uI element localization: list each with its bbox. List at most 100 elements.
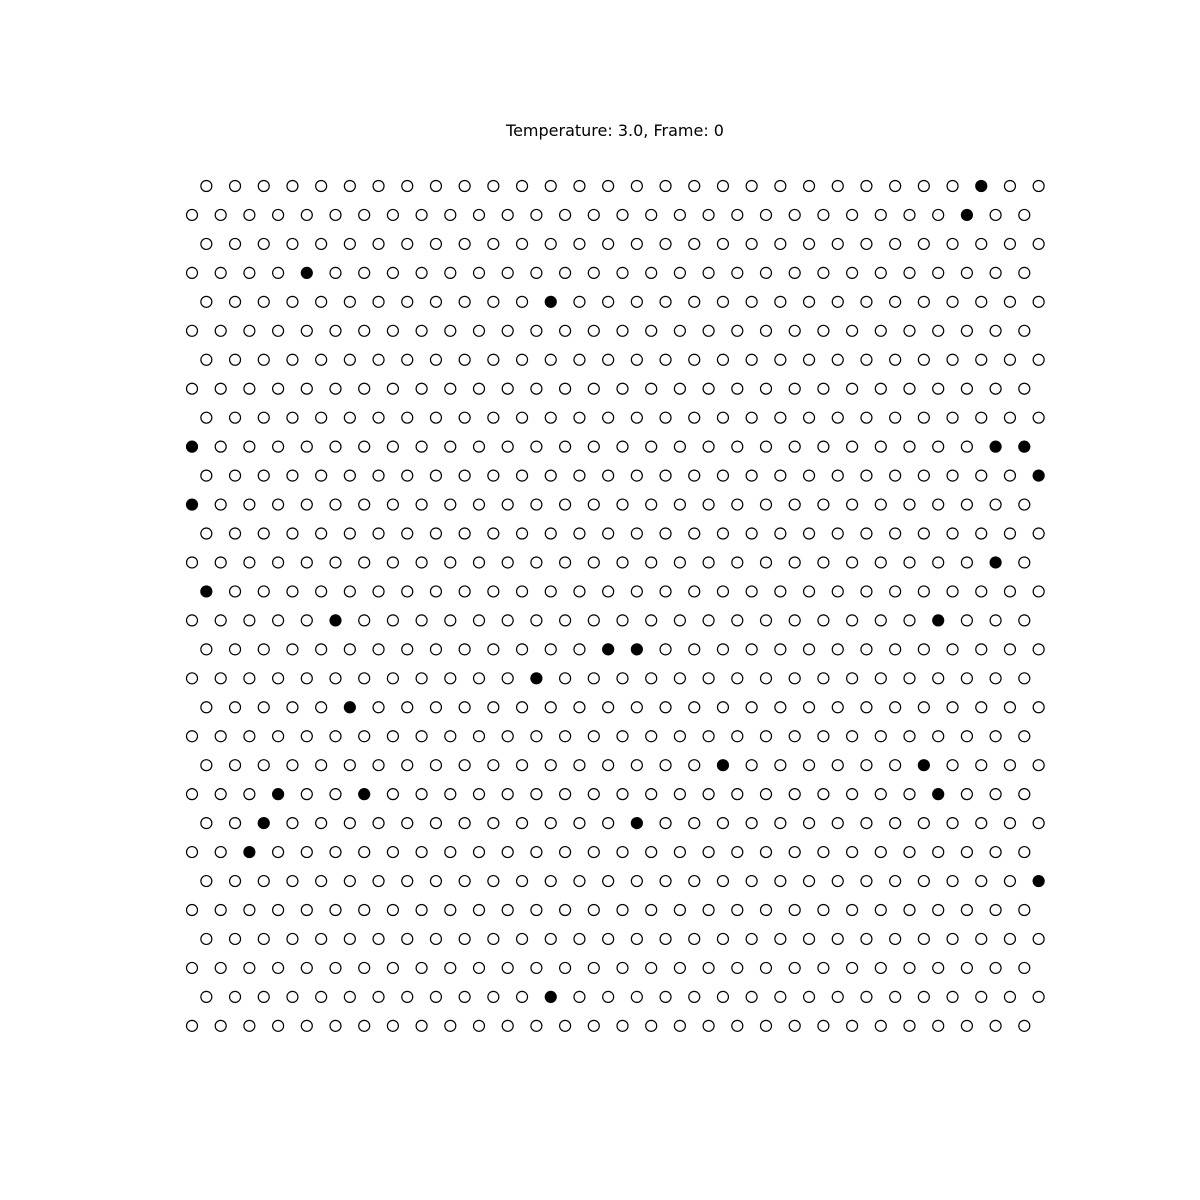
site-empty: [1018, 672, 1031, 685]
site-empty: [386, 961, 399, 975]
site-empty: [845, 208, 859, 222]
site-empty: [472, 440, 486, 453]
site-empty: [788, 440, 801, 453]
site-empty: [315, 932, 328, 946]
site-empty: [487, 469, 500, 482]
site-empty: [745, 237, 758, 251]
site-empty: [343, 353, 356, 366]
site-empty: [731, 730, 744, 743]
site-empty: [429, 237, 443, 251]
site-empty: [444, 961, 457, 975]
site-empty: [401, 817, 414, 830]
site-empty: [573, 411, 586, 424]
site-empty: [716, 295, 730, 308]
site-empty: [759, 556, 773, 569]
site-empty: [343, 295, 356, 308]
site-empty: [889, 701, 902, 714]
site-empty: [343, 643, 356, 656]
site-empty: [558, 208, 572, 222]
site-empty: [602, 179, 615, 193]
site-empty: [228, 932, 242, 946]
site-empty: [759, 845, 773, 859]
site-empty: [1018, 845, 1031, 859]
site-empty: [759, 903, 773, 917]
site-empty: [501, 324, 514, 337]
site-empty: [286, 469, 299, 482]
site-empty: [616, 961, 629, 975]
site-empty: [257, 990, 270, 1003]
site-empty: [889, 527, 902, 540]
site-empty: [932, 498, 945, 511]
site-empty: [401, 874, 414, 888]
site-empty: [243, 614, 256, 627]
site-empty: [587, 788, 600, 801]
site-empty: [903, 788, 916, 801]
site-empty: [1032, 817, 1045, 830]
site-empty: [286, 411, 299, 424]
site-empty: [558, 788, 572, 801]
site-empty: [860, 701, 873, 714]
site-empty: [616, 903, 629, 917]
site-empty: [415, 961, 428, 975]
site-empty: [487, 874, 500, 888]
site-empty: [587, 614, 600, 627]
site-empty: [286, 179, 299, 193]
site-empty: [716, 179, 730, 193]
site-empty: [214, 324, 227, 337]
site-empty: [860, 411, 873, 424]
site-empty: [573, 179, 586, 193]
site-empty: [731, 1019, 744, 1032]
site-empty: [1003, 701, 1017, 714]
site-empty: [960, 614, 974, 627]
site-empty: [946, 990, 959, 1003]
site-empty: [472, 266, 486, 279]
site-empty: [501, 498, 514, 511]
site-empty: [372, 585, 385, 598]
site-empty: [343, 179, 356, 193]
site-empty: [673, 440, 687, 453]
site-empty: [874, 1019, 887, 1032]
site-empty: [1018, 208, 1031, 222]
site-empty: [874, 382, 887, 395]
site-empty: [774, 469, 787, 482]
site-empty: [329, 730, 342, 743]
site-empty: [315, 759, 328, 772]
site-empty: [745, 701, 758, 714]
site-empty: [257, 411, 270, 424]
site-empty: [917, 353, 930, 366]
site-empty: [472, 498, 486, 511]
site-empty: [874, 324, 887, 337]
site-empty: [530, 788, 543, 801]
site-empty: [530, 730, 543, 743]
site-empty: [343, 411, 356, 424]
site-empty: [630, 874, 643, 888]
site-empty: [731, 961, 744, 975]
site-empty: [401, 353, 414, 366]
site-empty: [630, 353, 643, 366]
site-empty: [372, 527, 385, 540]
site-empty: [587, 672, 600, 685]
site-empty: [788, 788, 801, 801]
site-empty: [372, 701, 385, 714]
site-empty: [401, 990, 414, 1003]
site-empty: [501, 614, 514, 627]
site-empty: [573, 990, 586, 1003]
site-empty: [415, 324, 428, 337]
site-empty: [774, 295, 787, 308]
site-empty: [917, 643, 930, 656]
site-empty: [472, 730, 486, 743]
site-empty: [831, 469, 844, 482]
site-empty: [573, 932, 586, 946]
site-empty: [616, 672, 629, 685]
site-empty: [415, 672, 428, 685]
site-empty: [659, 990, 672, 1003]
site-empty: [702, 961, 715, 975]
site-empty: [343, 527, 356, 540]
site-empty: [372, 932, 385, 946]
site-empty: [645, 266, 658, 279]
site-empty: [1003, 527, 1017, 540]
site-empty: [1003, 237, 1017, 251]
site-empty: [228, 759, 242, 772]
site-empty: [243, 672, 256, 685]
site-empty: [745, 585, 758, 598]
